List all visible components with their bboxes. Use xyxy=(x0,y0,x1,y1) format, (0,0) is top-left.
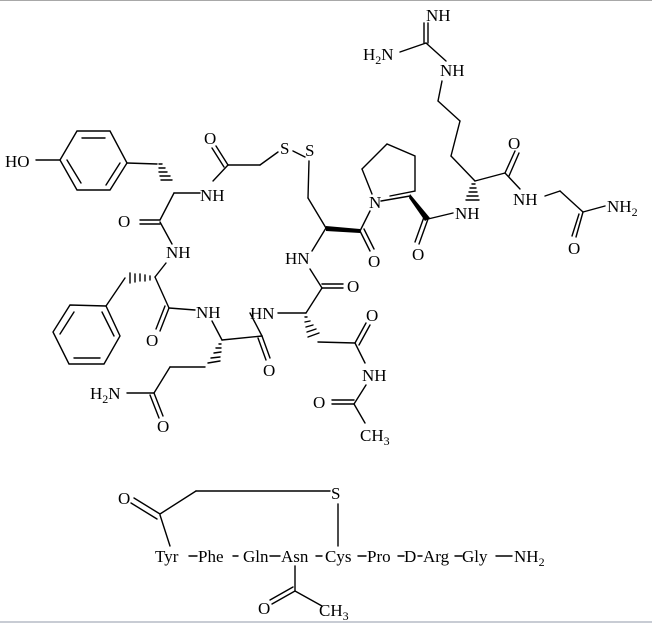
disulfide-bridge: O S xyxy=(204,129,306,182)
hashed-stereo-bond xyxy=(207,343,222,364)
asparagine-residue: O HN O NH O CH3 xyxy=(250,268,390,448)
proline-residue: N O xyxy=(361,143,454,264)
acetyl-o-label: O xyxy=(313,393,325,412)
glutamine-residue: O NH H2N O xyxy=(90,303,275,436)
cys-hn-label: HN xyxy=(285,249,310,268)
residue-tyr: Tyr xyxy=(155,547,179,566)
cys-co-label: O xyxy=(368,252,380,271)
benzene-ring xyxy=(52,304,121,365)
glycinamide-residue: NH2 O xyxy=(544,190,638,258)
s2-label: S xyxy=(305,141,314,160)
wedge-stereo-bond xyxy=(326,226,360,233)
acyl-co-label: O xyxy=(204,129,216,148)
gly-nh-label: NH xyxy=(513,190,538,209)
hashed-stereo-bond xyxy=(465,183,480,201)
pro-n-label: N xyxy=(369,193,381,212)
residue-gln: Gln xyxy=(243,547,269,566)
asn-mod-o-label: O xyxy=(258,599,270,618)
residue-d: D xyxy=(404,547,416,566)
cysteine-residue: S O HN xyxy=(285,141,380,271)
residue-gly: Gly xyxy=(462,547,488,566)
arg-carbonyl-o: O xyxy=(508,134,520,153)
guanidine-amine-label: H2N xyxy=(363,45,394,67)
sequence-notation: O S Tyr Phe Gln Asn Cys Pro D Arg Gly NH… xyxy=(118,484,545,623)
phenol-oh-label: HO xyxy=(5,152,30,171)
phenol-ring xyxy=(59,130,128,191)
gln-side-nh2-label: H2N xyxy=(90,384,121,406)
tyrosine-residue: HO NH O xyxy=(5,130,225,245)
pro-co-label: O xyxy=(412,245,424,264)
gln-side-o-label: O xyxy=(157,417,169,436)
c-terminus-nh2: NH2 xyxy=(514,547,545,569)
asn-hn-label: HN xyxy=(250,304,275,323)
hashed-stereo-bond xyxy=(158,163,173,181)
hashed-stereo-bond xyxy=(129,272,151,284)
gly-o-label: O xyxy=(568,239,580,258)
asn-mod-ch3-label: CH3 xyxy=(319,601,349,623)
gln-co-label: O xyxy=(263,361,275,380)
phe-nh-label: NH xyxy=(166,243,191,262)
guanidine-nh-label: NH xyxy=(440,61,465,80)
bridge-o-label: O xyxy=(118,489,130,508)
gln-nh-label: NH xyxy=(196,303,221,322)
gly-nh2-label: NH2 xyxy=(607,197,638,219)
arg-nh-label: NH xyxy=(455,204,480,223)
tyr-amide-nh-label: NH xyxy=(200,186,225,205)
residue-cys: Cys xyxy=(325,547,351,566)
bridge-s-label: S xyxy=(331,484,340,503)
guanidine-imine-label: NH xyxy=(426,6,451,25)
hashed-stereo-bond xyxy=(304,316,320,338)
residue-pro: Pro xyxy=(367,547,391,566)
arginine-side-chain: NH H2N NH xyxy=(363,6,476,182)
residue-asn: Asn xyxy=(281,547,309,566)
acetyl-ch3-label: CH3 xyxy=(360,426,390,448)
s1-label: S xyxy=(280,139,289,158)
residue-arg: Arg xyxy=(423,547,450,566)
asn-co-label: O xyxy=(347,277,359,296)
residue-phe: Phe xyxy=(198,547,224,566)
asn-side-o-label: O xyxy=(366,306,378,325)
d-arginine-residue: O NH NH xyxy=(455,134,538,223)
phe-co-label: O xyxy=(146,331,158,350)
wedge-stereo-bond xyxy=(409,194,430,221)
tyr-co-label: O xyxy=(118,212,130,231)
phenylalanine-residue: NH O xyxy=(52,243,196,365)
asn-side-nh-label: NH xyxy=(362,366,387,385)
